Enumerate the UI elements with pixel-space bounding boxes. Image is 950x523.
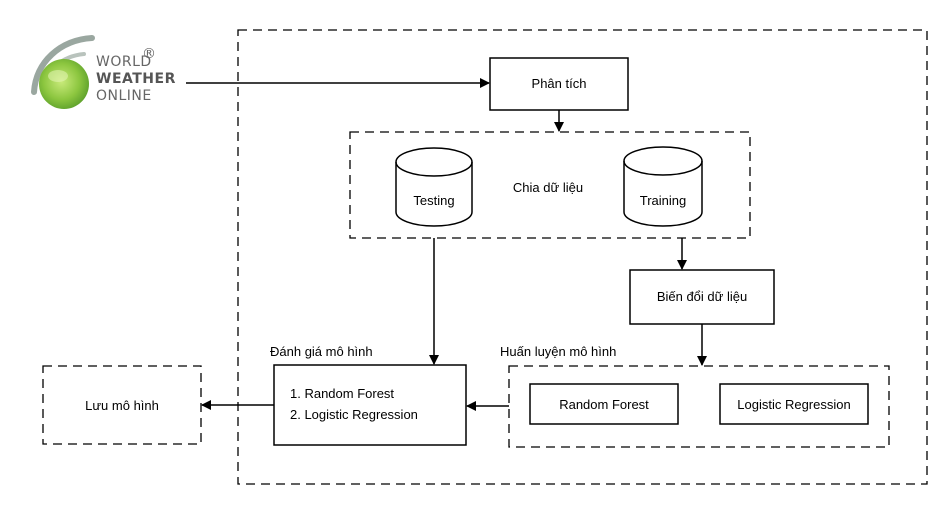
training-database[interactable]: Training <box>623 146 703 227</box>
random-forest-label: Random Forest <box>559 397 649 412</box>
evaluation-box[interactable] <box>273 364 467 446</box>
logo-line-1: WORLD <box>96 54 152 70</box>
evaluation-group-label: Đánh giá mô hình <box>270 344 373 359</box>
training-group-label: Huấn luyện mô hình <box>500 344 616 359</box>
testing-database[interactable]: Testing <box>395 147 473 227</box>
evaluation-item-2: 2. Logistic Regression <box>290 407 418 422</box>
globe-icon <box>39 59 89 109</box>
logo-registered-mark: ® <box>142 46 157 62</box>
evaluation-item-1: 1. Random Forest <box>290 386 394 401</box>
logo-line-2: WEATHER <box>96 71 176 87</box>
split-data-label: Chia dữ liệu <box>513 180 583 195</box>
globe-highlight-icon <box>48 70 68 82</box>
training-label: Training <box>640 193 686 208</box>
split-data-group <box>349 131 751 239</box>
transform-box[interactable] <box>629 269 775 325</box>
logo-line-3: ONLINE <box>96 88 152 104</box>
testing-label: Testing <box>413 193 454 208</box>
training-group <box>508 365 890 448</box>
analysis-box[interactable] <box>489 57 629 111</box>
transform-label: Biến đổi dữ liệu <box>657 289 747 304</box>
training-cylinder-icon <box>623 146 703 227</box>
analysis-label: Phân tích <box>532 76 587 91</box>
system-boundary <box>237 29 928 485</box>
world-weather-online-logo: WORLD ® WEATHER ONLINE <box>31 35 176 109</box>
save-model-box[interactable] <box>42 365 202 445</box>
testing-cylinder-icon <box>395 147 473 227</box>
logo-arc-icon <box>31 35 95 95</box>
random-forest-box[interactable] <box>529 383 679 425</box>
logistic-regression-label: Logistic Regression <box>737 397 850 412</box>
training-cylinder-top-icon <box>623 160 703 176</box>
save-model-label: Lưu mô hình <box>85 398 159 413</box>
logistic-regression-box[interactable] <box>719 383 869 425</box>
testing-cylinder-top-icon <box>395 161 473 177</box>
